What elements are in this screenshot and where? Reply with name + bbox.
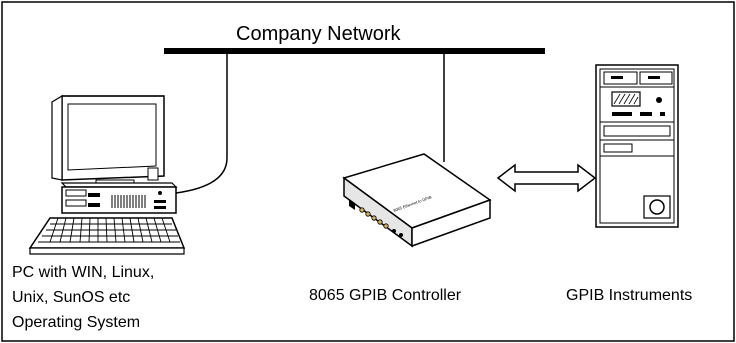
pc-computer [28,94,186,255]
gpib-controller-device: 8065 Ethernet to GPIB [342,153,492,248]
controller-caption: 8065 GPIB Controller [309,287,462,304]
network-label: Company Network [236,23,402,45]
pc-caption-line-2: Unix, SunOS etc [12,289,130,306]
network-backbone [164,48,545,54]
instruments-caption: GPIB Instruments [566,287,692,304]
pc-caption-line-3: Operating System [12,314,140,331]
gpib-instrument-rack [595,64,679,228]
pc-caption-line-1: PC with WIN, Linux, [12,264,154,281]
gpib-link-arrow [496,163,597,193]
pc-network-cable [175,54,228,194]
